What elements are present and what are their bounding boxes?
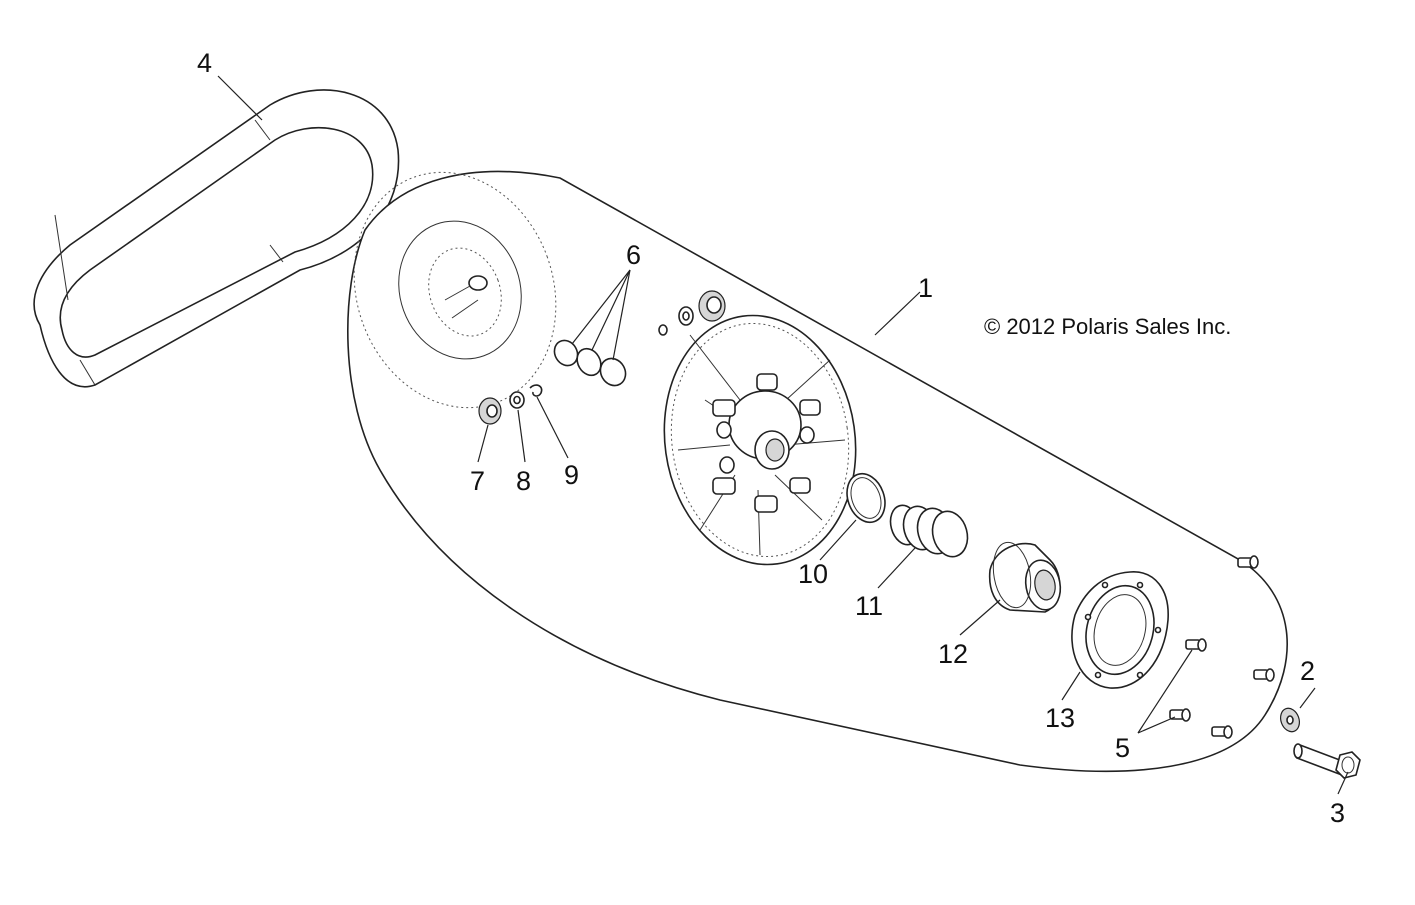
cover-plate-13 bbox=[1071, 571, 1169, 689]
clip-9 bbox=[529, 384, 543, 397]
screws-5 bbox=[1169, 555, 1275, 739]
drive-belt bbox=[33, 89, 400, 388]
callout-7: 7 bbox=[470, 466, 485, 496]
leader-lines bbox=[217, 75, 1349, 795]
callout-11: 11 bbox=[855, 591, 883, 621]
stationary-sheave bbox=[353, 171, 557, 409]
callout-4: 4 bbox=[197, 48, 212, 78]
cup-12 bbox=[988, 541, 1062, 613]
callout-12: 12 bbox=[938, 639, 968, 669]
callout-5: 5 bbox=[1115, 733, 1130, 763]
callout-13: 13 bbox=[1045, 703, 1075, 733]
spring-11 bbox=[889, 504, 969, 558]
copyright-notice: © 2012 Polaris Sales Inc. bbox=[984, 314, 1231, 339]
bolt-3 bbox=[1293, 743, 1361, 779]
callout-6: 6 bbox=[626, 240, 641, 270]
ring-set-6 bbox=[553, 290, 726, 387]
callout-9: 9 bbox=[564, 460, 579, 490]
callout-2: 2 bbox=[1300, 656, 1315, 686]
washer-2 bbox=[1279, 707, 1301, 733]
moveable-sheave-assembly bbox=[663, 314, 857, 566]
callout-3: 3 bbox=[1330, 798, 1345, 828]
callout-8: 8 bbox=[516, 466, 531, 496]
washer-8 bbox=[509, 391, 525, 409]
callout-10: 10 bbox=[798, 559, 828, 589]
bushing-7 bbox=[478, 397, 502, 425]
callout-1: 1 bbox=[918, 273, 933, 303]
callout-labels: 1 2 3 4 5 6 7 8 9 10 11 12 13 bbox=[197, 48, 1345, 828]
